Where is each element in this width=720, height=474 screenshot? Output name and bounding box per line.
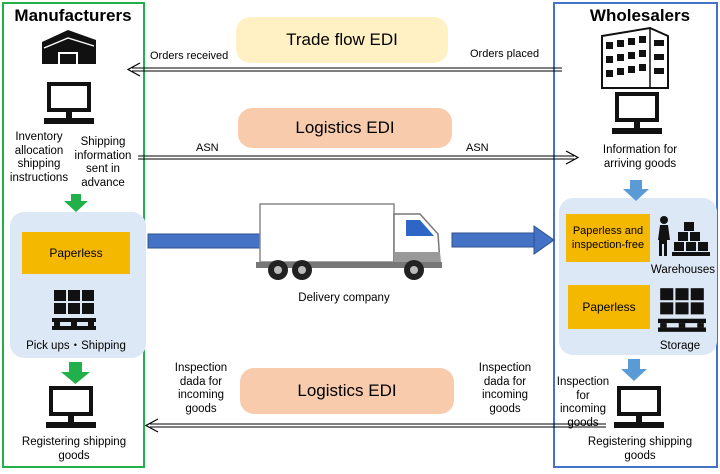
manufacturer-computer-icon [44,82,94,124]
manufacturer-registering-label: Registering shipping goods [21,436,127,462]
inspection-incoming-goods-label: Inspection for incoming goods [556,376,610,429]
building-icon [601,26,669,89]
asn-arrow [138,150,580,165]
green-down-arrow-top [64,194,88,212]
wholesaler-registering-label: Registering shipping goods [587,436,693,462]
warehouses-label: Warehouses [650,264,716,276]
warehouse-worker-icon [658,216,710,256]
shipping-information-label: Shipping information sent in advance [74,136,132,189]
wholesaler-register-computer-icon [614,386,664,428]
trade-flow-edi-banner: Trade flow EDI [236,17,448,63]
asn-label-left: ASN [196,142,219,154]
pickups-shipping-label: Pick ups・Shipping [26,340,126,352]
inventory-allocation-label: Inventory allocation shipping instructio… [9,131,69,184]
orders-placed-label: Orders placed [470,48,540,60]
information-arriving-goods-label: Information for arriving goods [602,144,678,170]
delivery-flow-arrow [147,225,555,255]
inspection-data-label-left: Inspection dada for incoming goods [174,362,228,415]
manufacturers-title: Manufacturers [14,6,132,25]
logistics-edi-banner-bottom: Logistics EDI [240,368,454,414]
storage-label: Storage [659,340,701,352]
blue-down-arrow-bottom [621,359,647,381]
factory-icon [42,30,96,64]
wholesaler-computer-icon [612,92,662,134]
orders-received-label: Orders received [150,50,229,62]
delivery-truck-icon [256,203,442,280]
inspection-data-label-right: Inspection dada for incoming goods [478,362,532,415]
manufacturer-paperless-box: Paperless [22,232,130,274]
wholesaler-paperless-box: Paperless [568,285,650,329]
asn-label-right: ASN [466,142,489,154]
inspection-data-arrow [144,418,606,433]
manufacturer-register-computer-icon [46,386,96,428]
pallet-boxes-icon [52,290,96,330]
delivery-company-label: Delivery company [298,292,390,304]
storage-pallet-icon [658,288,706,332]
wholesalers-title: Wholesalers [589,6,691,25]
paperless-inspection-free-box: Paperless and inspection-free [566,214,650,262]
green-down-arrow-bottom [61,362,90,384]
logistics-edi-banner-top: Logistics EDI [238,108,452,148]
wholesalers-panel [553,2,718,468]
blue-down-arrow-top [623,180,649,201]
orders-arrow [126,62,562,77]
